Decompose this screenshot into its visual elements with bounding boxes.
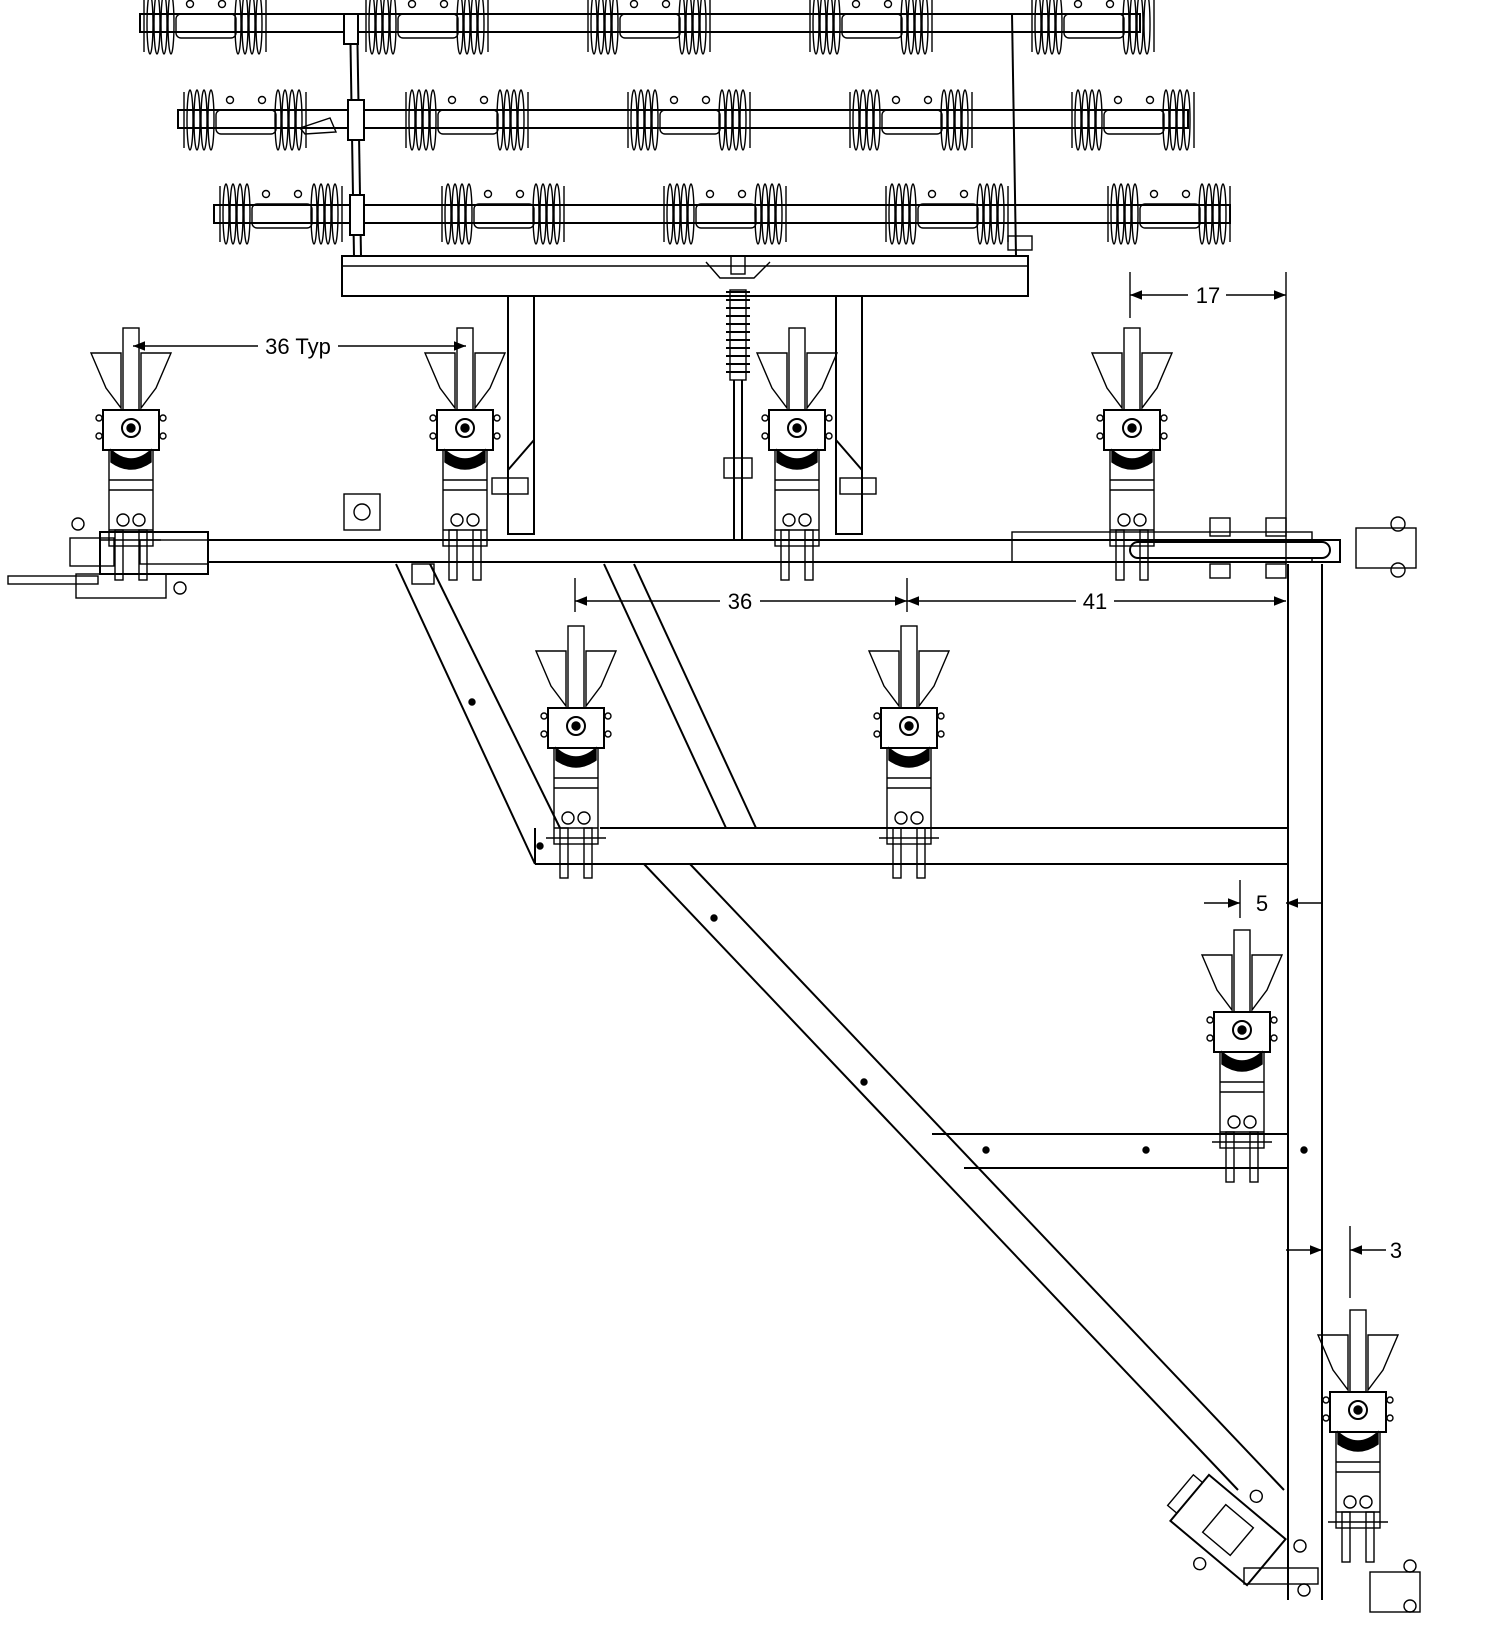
harrow-hanger [298,13,1033,297]
dimension-label-36: 36 [728,589,752,614]
dimension-label-17: 17 [1196,283,1220,308]
dimension-5: 5 [1204,880,1322,918]
dimension-label-5: 5 [1256,891,1268,916]
wing-frame [395,563,1421,1613]
shank-front-2 [424,327,506,581]
harrow-bar-3 [213,184,1231,244]
harrow-bar-1 [139,0,1154,54]
spring-mast [705,255,771,540]
shank-mid-2 [868,625,950,879]
dimension-17: 17 [1129,272,1287,564]
hanger-posts [491,295,877,535]
shank-wing-2 [1317,1309,1399,1563]
dimension-3: 3 [1286,1226,1402,1298]
harrow-bar-2 [177,90,1194,150]
shank-wing-1 [1201,929,1283,1183]
dimension-41: 41 [907,589,1286,614]
dimension-36-typ: 36 Typ [133,334,466,359]
dimension-36: 36 [574,578,908,614]
shanks [90,327,1399,1563]
main-frame [7,493,1417,599]
dimension-label-36-typ: 36 Typ [265,334,331,359]
shank-mid-1 [535,625,617,879]
shank-front-3 [756,327,838,581]
dimension-label-3: 3 [1390,1238,1402,1263]
dimension-label-41: 41 [1083,589,1107,614]
